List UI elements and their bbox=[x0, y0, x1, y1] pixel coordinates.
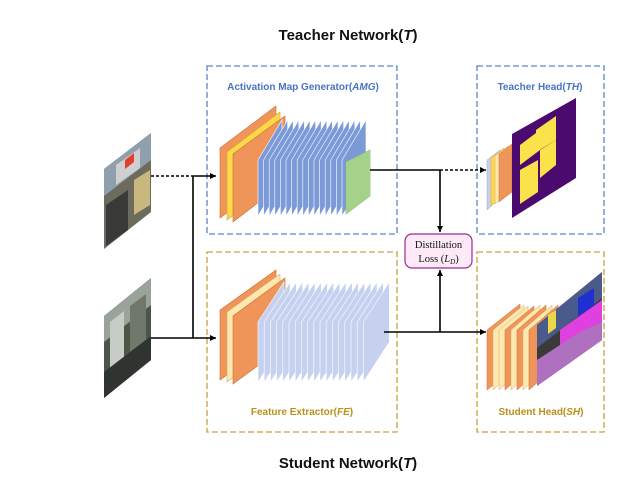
distillation-loss-box bbox=[404, 233, 473, 269]
fe-box bbox=[206, 251, 398, 433]
teacher-head-box bbox=[476, 65, 605, 235]
student-network-title: Student Network(T) bbox=[279, 455, 417, 472]
fe-layers bbox=[219, 269, 390, 385]
amg-label: Activation Map Generator(AMG) bbox=[227, 82, 379, 93]
amg-box bbox=[206, 65, 398, 235]
student-head-label: Student Head(SH) bbox=[498, 407, 583, 418]
student-input-image bbox=[104, 278, 151, 398]
teacher-head-label: Teacher Head(TH) bbox=[498, 82, 583, 93]
loss-label: Loss (LD) bbox=[418, 254, 459, 266]
amg-layers bbox=[219, 105, 371, 223]
distillation-label: Distillation bbox=[415, 240, 463, 251]
fe-conv-layer bbox=[363, 280, 390, 384]
teacher-input-image bbox=[104, 133, 151, 249]
student-head-box bbox=[476, 251, 605, 433]
student-head-layers bbox=[486, 272, 602, 391]
teacher-head-layers bbox=[486, 98, 576, 218]
fe-label: Feature Extractor(FE) bbox=[251, 407, 353, 418]
teacher-network-title: Teacher Network(T) bbox=[279, 27, 418, 44]
